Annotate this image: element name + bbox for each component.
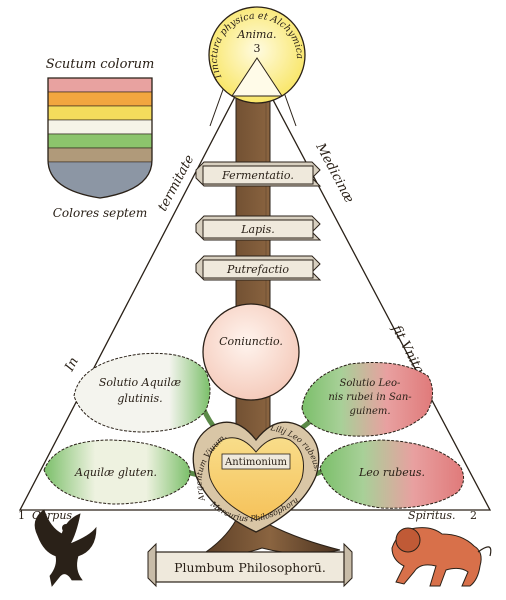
- heart-center-label: Antimonium: [224, 457, 287, 468]
- banner-fermentatio: Fermentatio.: [195, 161, 322, 187]
- corner-left-number: 1: [18, 509, 25, 522]
- banner-putrefactio-label: Putrefactio: [226, 263, 289, 276]
- scutum-shield: Scutum colorum Colores septem: [46, 57, 155, 220]
- shield-stripe: [47, 91, 153, 107]
- shield-stripe: [47, 133, 153, 149]
- shield-stripe: [47, 77, 153, 93]
- coniunctio-label: Coniunctio.: [219, 335, 283, 348]
- leaf-bottom-right: Leo rubeus.: [319, 439, 464, 509]
- shield-stripe: [47, 119, 153, 135]
- leaf-top-left: Solutio Aquilæ glutinis.: [73, 352, 211, 433]
- leaf-top-right-line-3: guinem.: [349, 406, 390, 417]
- leaf-top-right-line-2: nis rubei in San-: [328, 392, 412, 403]
- leaf-top-left-line-1: Solutio Aquilæ: [99, 376, 181, 389]
- anima-sun: Tinctura physica et Alchymica Anima. 3: [208, 6, 306, 104]
- sun-number: 3: [254, 42, 261, 55]
- leaf-bottom-left: Aquilæ gluten.: [43, 439, 191, 505]
- banner-putrefactio: Putrefactio: [195, 255, 322, 281]
- sun-label: Anima.: [236, 28, 276, 41]
- leaf-top-right: Solutio Leo- nis rubei in San- guinem.: [301, 362, 433, 437]
- banner-plumbum: Plumbum Philosophorū.: [147, 542, 353, 588]
- triangle-left-text-a: In: [62, 355, 82, 375]
- shield-title: Scutum colorum: [46, 57, 155, 72]
- shield-stripes: [47, 77, 153, 199]
- banner-fermentatio-label: Fermentatio.: [221, 169, 294, 182]
- lion-icon: [391, 527, 492, 587]
- shield-stripe: [47, 159, 153, 199]
- corner-right-number: 2: [470, 509, 477, 522]
- coniunctio-circle: Coniunctio.: [202, 303, 300, 401]
- leaf-bottom-left-label: Aquilæ gluten.: [74, 466, 157, 479]
- shield-caption: Colores septem: [53, 206, 148, 220]
- eagle-icon: [34, 509, 97, 587]
- leaf-bottom-right-label: Leo rubeus.: [358, 466, 425, 479]
- triangle-left-text-b: termitate: [155, 152, 197, 214]
- corner-right-label: Spiritus.: [408, 509, 456, 522]
- leaf-top-left-line-2: glutinis.: [117, 392, 162, 405]
- banner-plumbum-label: Plumbum Philosophorū.: [174, 560, 326, 575]
- banner-lapis: Lapis.: [195, 215, 322, 241]
- shield-stripe: [47, 105, 153, 121]
- leaf-top-right-line-1: Solutio Leo-: [340, 378, 402, 389]
- shield-stripe: [47, 147, 153, 163]
- banner-lapis-label: Lapis.: [240, 223, 275, 236]
- triangle-right-text-a: Medicinæ: [312, 140, 356, 206]
